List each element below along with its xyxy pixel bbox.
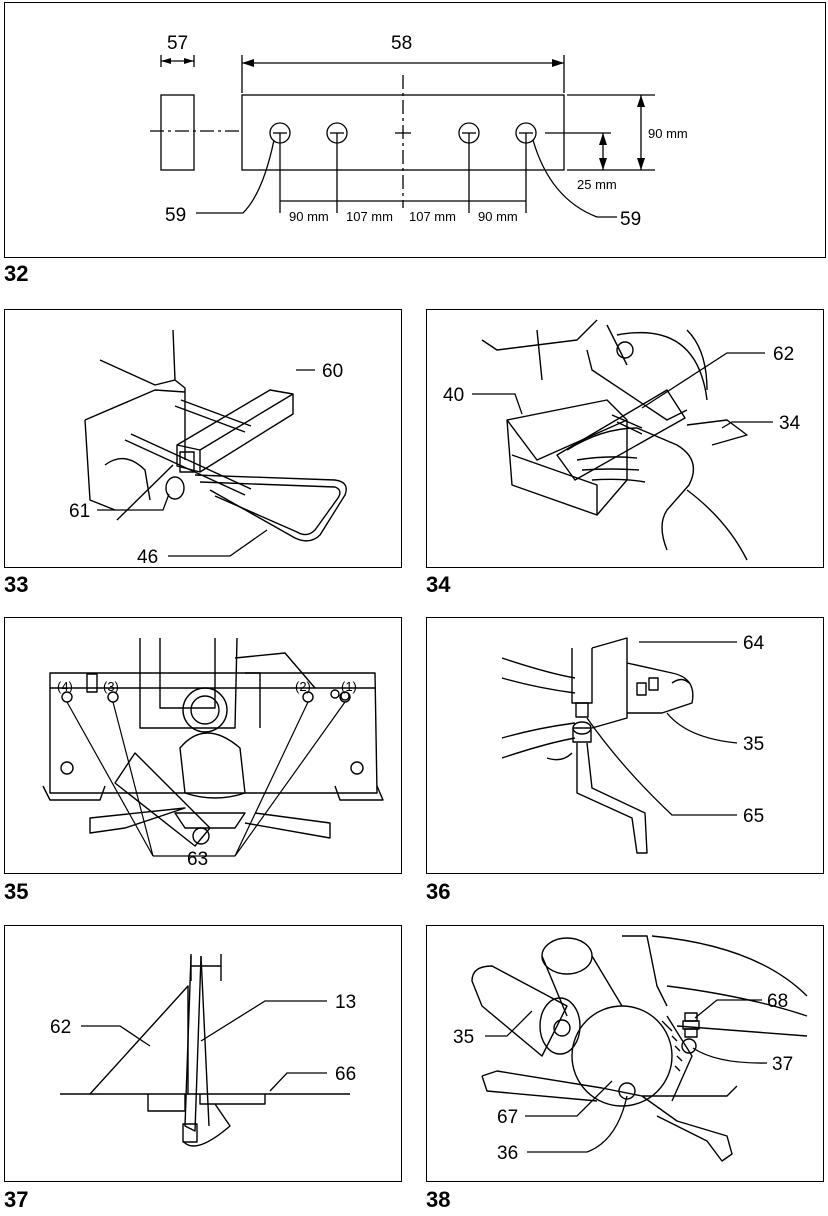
figure-38-drawing: 68 35 37 67 36 [453, 935, 808, 1164]
figure-33-drawing: 60 61 46 [69, 329, 347, 568]
figure-number-35: 35 [4, 879, 29, 904]
label-63: 63 [187, 849, 208, 870]
dim-90-right: 90 mm [478, 209, 518, 224]
dim-107-right: 107 mm [409, 209, 456, 224]
figure-32-panel: 57 58 59 59 90 mm 107 mm 107 mm 90 mm 90… [4, 2, 826, 258]
figure-number-32: 32 [4, 261, 29, 286]
side-block [160, 94, 195, 171]
figure-38-panel: 68 35 37 67 36 [426, 925, 824, 1182]
label-36: 36 [497, 1143, 518, 1164]
figure-number-33: 33 [4, 572, 29, 597]
figure-number-37: 37 [4, 1187, 29, 1212]
dim-90-left: 90 mm [289, 209, 329, 224]
figure-35-drawing: (4) (3) (2) (1) 63 [42, 637, 384, 870]
figure-number-36: 36 [426, 879, 451, 904]
figure-35-panel: (4) (3) (2) (1) 63 [4, 617, 402, 874]
label-64: 64 [743, 633, 765, 654]
figure-37-drawing: 13 62 66 [50, 954, 356, 1147]
figure-33-panel: 60 61 46 [4, 309, 402, 568]
dim-107-left: 107 mm [346, 209, 393, 224]
position-3: (3) [103, 679, 119, 694]
label-59-right: 59 [620, 209, 641, 230]
label-60: 60 [322, 361, 343, 382]
label-46: 46 [137, 547, 158, 568]
figure-37-panel: 13 62 66 [4, 925, 402, 1182]
position-2: (2) [295, 679, 311, 694]
label-34: 34 [779, 413, 801, 434]
label-57: 57 [167, 33, 188, 54]
figure-number-34: 34 [426, 572, 451, 597]
label-13: 13 [335, 992, 356, 1013]
figure-32-drawing: 57 58 59 59 90 mm 107 mm 107 mm 90 mm 90… [150, 33, 688, 230]
label-35: 35 [743, 734, 764, 755]
label-62: 62 [773, 344, 794, 365]
label-62: 62 [50, 1017, 71, 1038]
position-4: (4) [57, 679, 73, 694]
position-1: (1) [341, 679, 357, 694]
figure-36-panel: 64 35 65 [426, 617, 824, 874]
label-40: 40 [443, 385, 464, 406]
figure-34-panel: 62 40 34 [426, 309, 824, 568]
figure-34-drawing: 62 40 34 [443, 319, 801, 561]
label-68: 68 [767, 991, 788, 1012]
dim-height: 90 mm [648, 126, 688, 141]
label-35: 35 [453, 1027, 474, 1048]
label-58: 58 [391, 33, 412, 54]
figure-36-drawing: 64 35 65 [501, 633, 765, 854]
dim-offset: 25 mm [577, 177, 617, 192]
figure-number-38: 38 [426, 1187, 451, 1212]
label-59-left: 59 [165, 205, 186, 226]
label-67: 67 [497, 1107, 518, 1128]
label-37: 37 [772, 1054, 793, 1075]
label-61: 61 [69, 501, 90, 522]
label-66: 66 [335, 1064, 356, 1085]
label-65: 65 [743, 806, 764, 827]
